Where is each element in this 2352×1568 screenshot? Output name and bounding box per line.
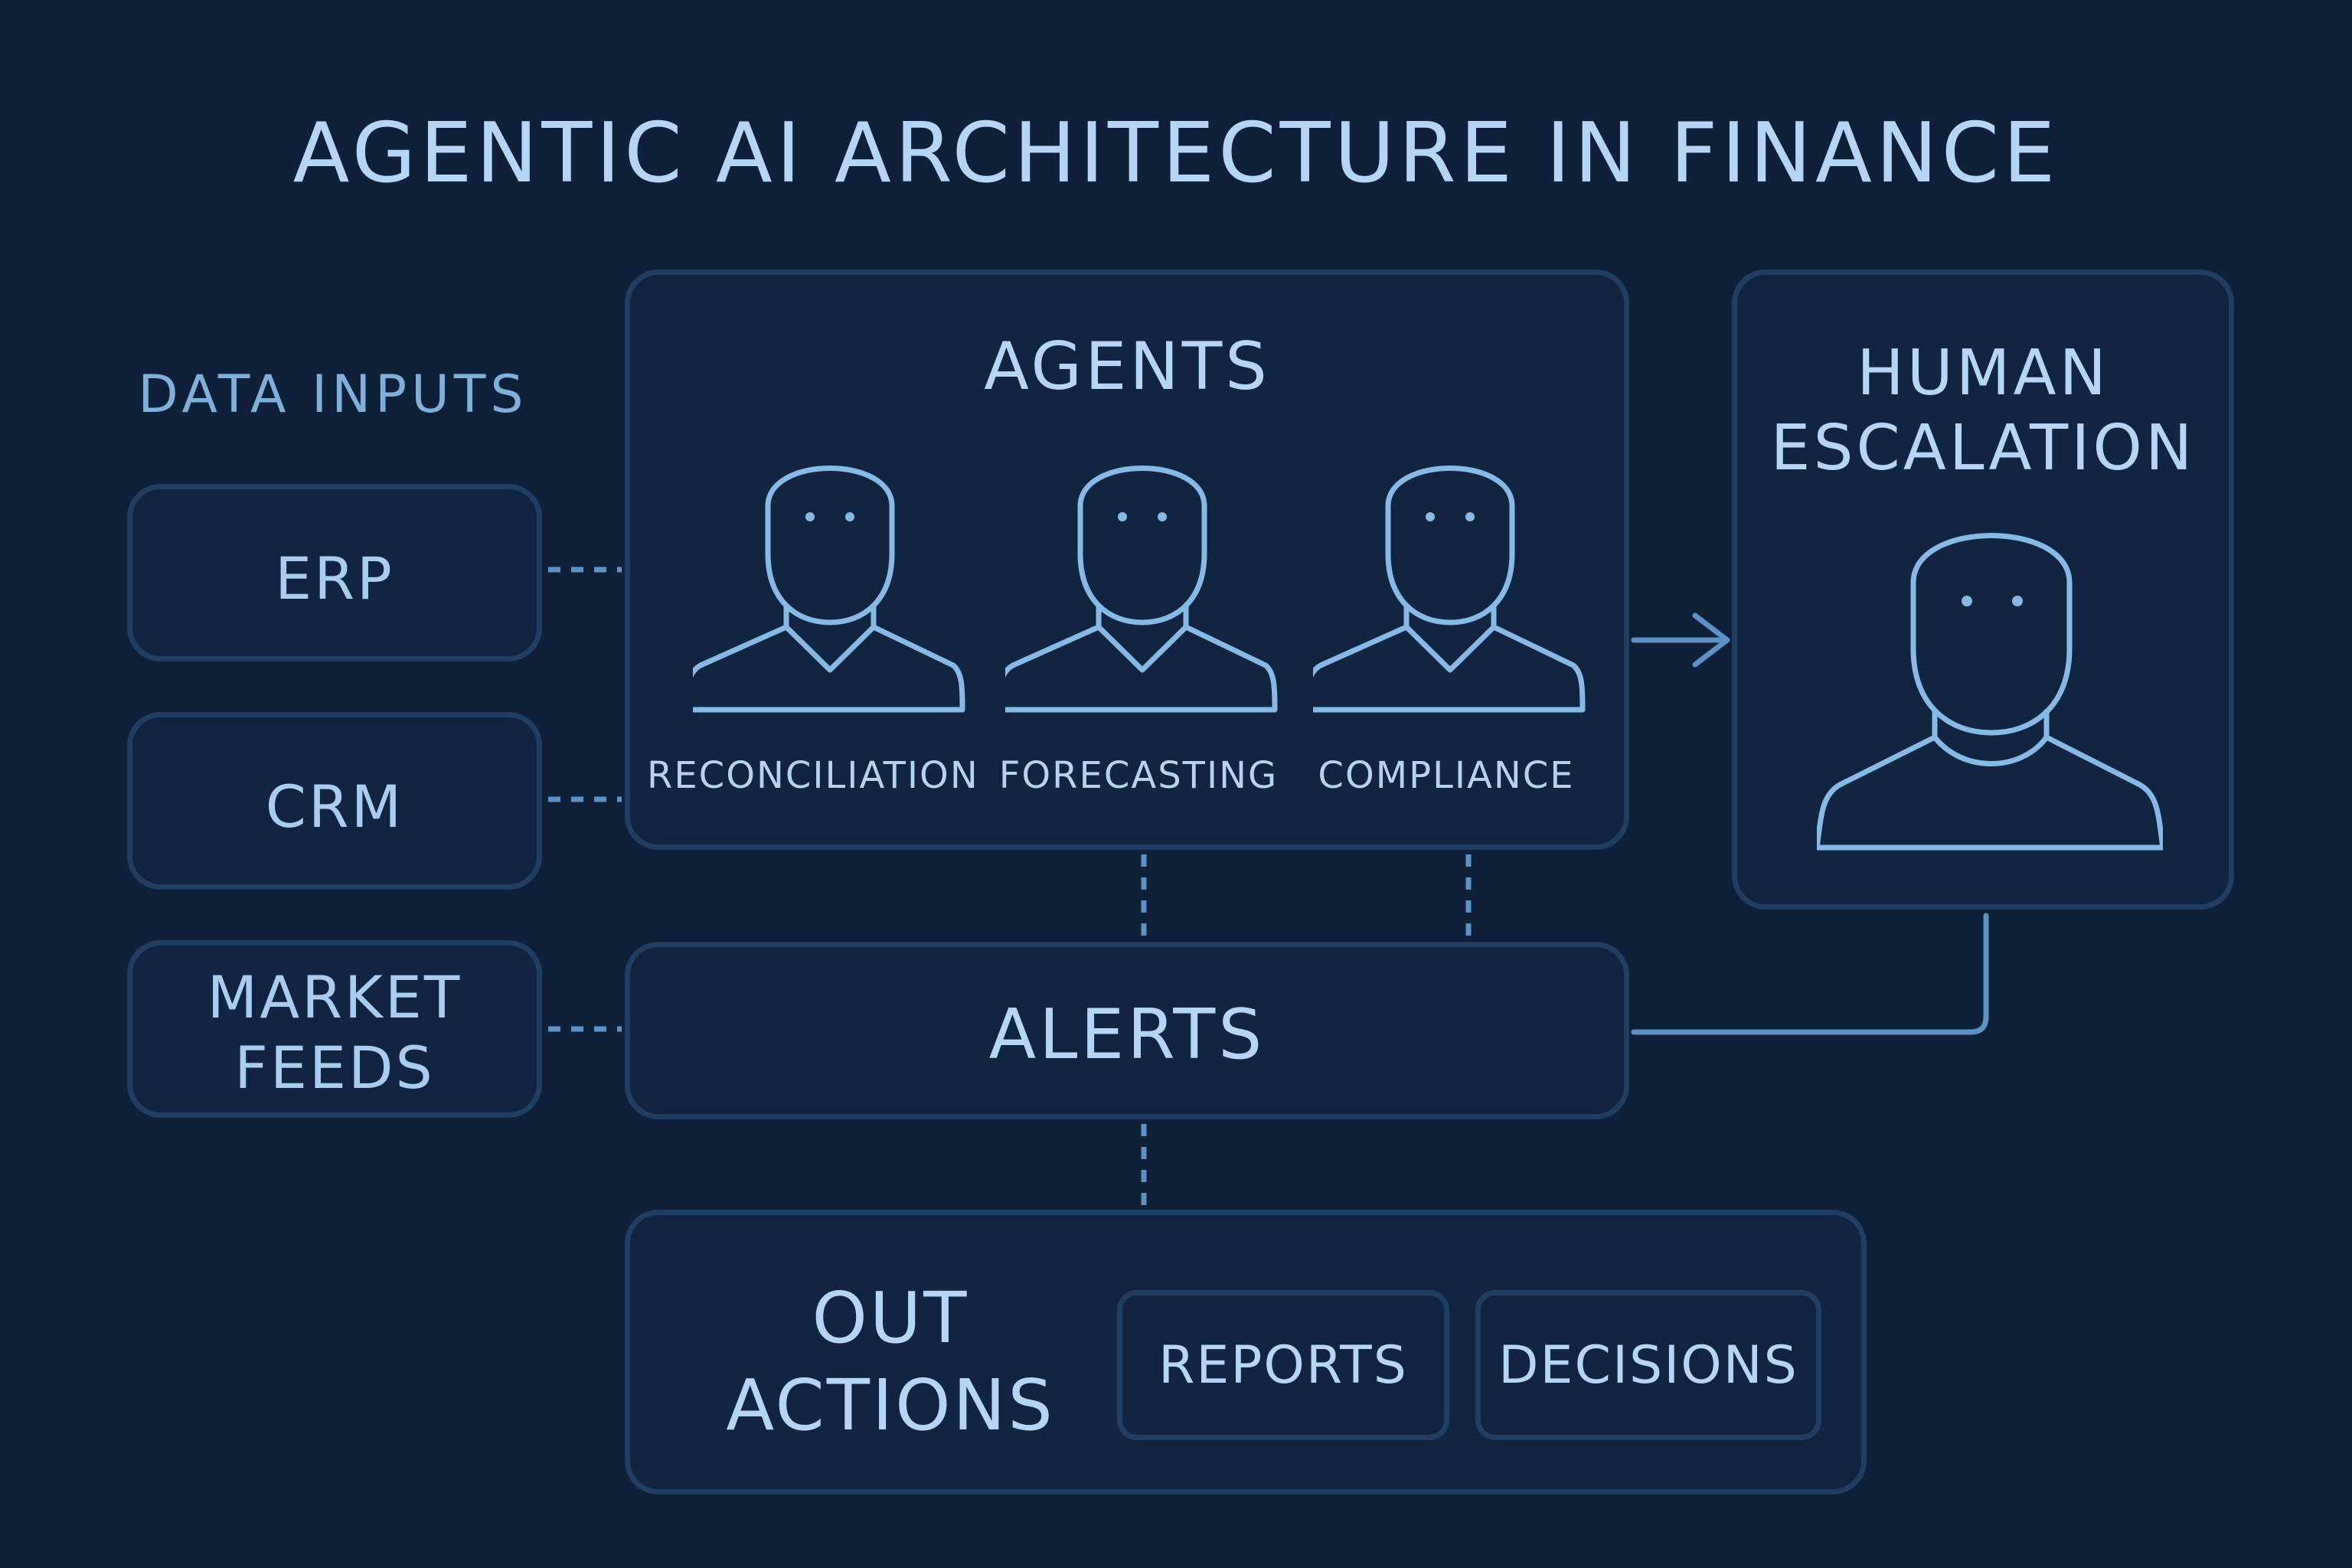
agents-panel: AGENTS — [625, 270, 1629, 850]
person-icon — [1817, 533, 2163, 851]
alerts-heading: ALERTS — [988, 995, 1266, 1075]
erp-input-box: ERP — [127, 484, 542, 662]
arrow-right-icon — [1692, 612, 1730, 668]
agents-heading: AGENTS — [984, 328, 1270, 405]
erp-label: ERP — [275, 544, 394, 612]
reports-label: REPORTS — [1158, 1335, 1408, 1396]
human-to-alerts-connector — [1631, 913, 1989, 1035]
forecasting-agent-label: FORECASTING — [998, 754, 1279, 797]
alerts-panel: ALERTS — [625, 942, 1629, 1119]
human-escalation-heading: HUMAN ESCALATION — [1770, 337, 2196, 485]
person-icon — [1313, 466, 1586, 713]
crm-label: CRM — [265, 773, 404, 841]
compliance-agent-label: COMPLIANCE — [1318, 754, 1575, 797]
human-escalation-panel: HUMAN ESCALATION — [1732, 270, 2234, 910]
person-icon — [1005, 466, 1278, 713]
data-inputs-heading: DATA INPUTS — [138, 364, 528, 425]
reconciliation-agent-label: RECONCILIATION — [647, 754, 979, 797]
diagram-title: AGENTIC AI ARCHITECTURE IN FINANCE — [292, 106, 2060, 201]
market-feeds-label: MARKET FEEDS — [207, 963, 462, 1102]
decisions-label: DECISIONS — [1498, 1335, 1798, 1396]
reports-output-box: REPORTS — [1117, 1290, 1449, 1440]
person-icon — [693, 466, 965, 713]
outputs-panel: OUT ACTIONS REPORTS DECISIONS — [625, 1210, 1867, 1494]
market-feeds-input-box: MARKET FEEDS — [127, 940, 542, 1118]
outputs-heading: OUT ACTIONS — [726, 1277, 1055, 1446]
decisions-output-box: DECISIONS — [1475, 1290, 1821, 1440]
crm-input-box: CRM — [127, 712, 542, 890]
